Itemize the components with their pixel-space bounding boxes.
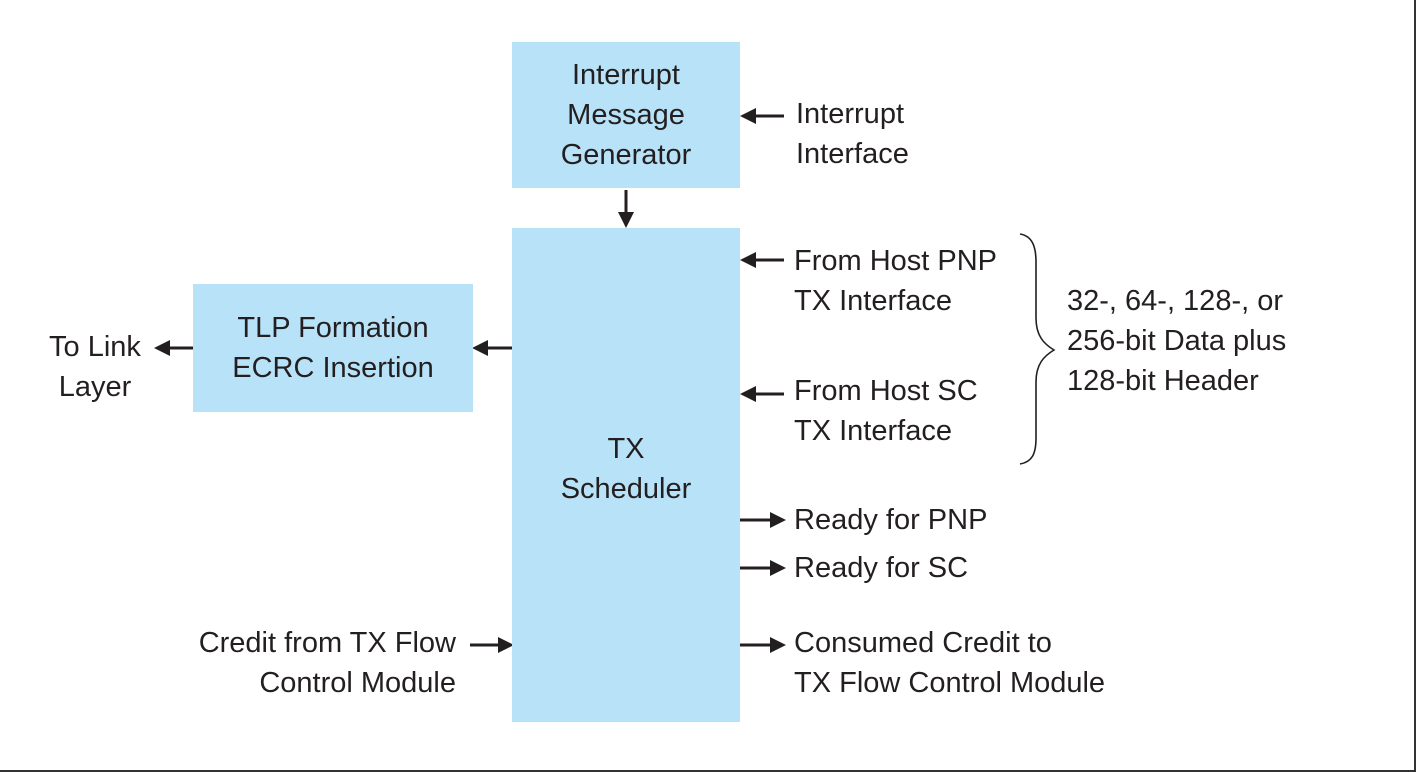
data-width-note: 32-, 64-, 128-, or 256-bit Data plus 128…: [1067, 281, 1286, 401]
interrupt-interface-label: Interrupt Interface: [796, 94, 909, 174]
arrow-ready-sc-out: [740, 560, 786, 576]
to-link-layer-line-1: To Link: [49, 331, 141, 363]
consumed-credit-line-2: TX Flow Control Module: [794, 667, 1106, 699]
data-width-line-2: 256-bit Data plus: [1067, 325, 1287, 357]
tx-scheduler-line-2: Scheduler: [560, 473, 692, 505]
tlp-formation-block: TLP Formation ECRC Insertion: [193, 284, 473, 412]
ready-sc-label: Ready for SC: [794, 552, 969, 584]
host-pnp-line-1: From Host PNP: [794, 245, 998, 277]
tlp-formation-line-2: ECRC Insertion: [232, 352, 434, 384]
interrupt-generator-line-1: Interrupt: [571, 59, 680, 91]
arrow-credit-in: [470, 637, 514, 653]
to-link-layer-label: To Link Layer: [38, 327, 152, 407]
arrow-generator-to-scheduler: [618, 190, 634, 228]
interrupt-generator-line-3: Generator: [560, 139, 692, 171]
data-width-line-1: 32-, 64-, 128-, or: [1067, 285, 1283, 317]
interrupt-generator-line-2: Message: [567, 99, 685, 131]
arrow-consumed-credit-out: [740, 637, 786, 653]
credit-from-tx-label: Credit from TX Flow Control Module: [199, 623, 456, 703]
tlp-formation-line-1: TLP Formation: [237, 312, 429, 344]
to-link-layer-line-2: Layer: [58, 371, 132, 403]
host-pnp-line-2: TX Interface: [794, 285, 952, 317]
arrow-to-link-layer: [154, 340, 193, 356]
credit-from-tx-line-1: Credit from TX Flow: [198, 627, 456, 659]
ready-pnp-label: Ready for PNP: [794, 504, 988, 536]
tx-scheduler-block: TX Scheduler: [512, 228, 740, 722]
interrupt-interface-line-1: Interrupt: [796, 98, 904, 130]
arrow-scheduler-to-tlp: [472, 340, 512, 356]
arrow-interrupt-in: [740, 108, 784, 124]
host-sc-label: From Host SC TX Interface: [794, 371, 978, 451]
consumed-credit-line-1: Consumed Credit to: [794, 627, 1052, 659]
interrupt-interface-line-2: Interface: [796, 138, 909, 170]
arrow-ready-pnp-out: [740, 512, 786, 528]
host-sc-line-1: From Host SC: [794, 375, 978, 407]
consumed-credit-label: Consumed Credit to TX Flow Control Modul…: [794, 623, 1105, 703]
host-pnp-label: From Host PNP TX Interface: [794, 241, 997, 321]
interrupt-message-generator-block: Interrupt Message Generator: [512, 42, 740, 188]
data-width-line-3: 128-bit Header: [1067, 365, 1259, 397]
credit-from-tx-line-2: Control Module: [259, 667, 456, 699]
arrow-host-pnp-in: [740, 252, 784, 268]
tx-scheduler-line-1: TX: [607, 433, 645, 465]
arrow-host-sc-in: [740, 386, 784, 402]
data-width-brace: [1019, 233, 1056, 465]
host-sc-line-2: TX Interface: [794, 415, 952, 447]
